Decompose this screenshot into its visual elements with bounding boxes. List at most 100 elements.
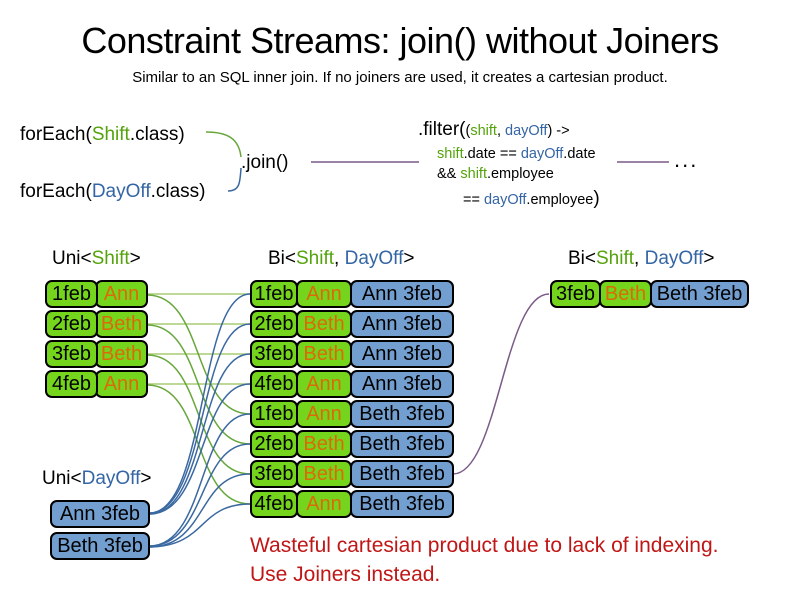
dayoff1-pair1-line [149, 293, 251, 514]
warning-line-1: Wasteful cartesian product due to lack o… [250, 534, 719, 557]
result-date-cell: 3feb [550, 280, 601, 308]
pair-employee-cell: Beth [296, 430, 352, 458]
pair-row: Ann 1feb Ann 3feb [250, 280, 454, 308]
pair-dayoff-cell: Beth 3feb [350, 400, 454, 428]
code-text: ( [465, 123, 471, 139]
brace-shift-line [205, 131, 242, 158]
pair-employee-cell: Ann [296, 280, 352, 308]
pair-row: Ann 4feb Ann 3feb [250, 370, 454, 398]
shift-param-token: shift [460, 166, 487, 182]
shift-row: Beth 3feb [45, 340, 148, 368]
pair-dayoff-cell: Beth 3feb [350, 490, 454, 518]
shift-employee-cell: Beth [95, 310, 148, 338]
shift-type-token: Shift [596, 248, 635, 269]
pair-employee-cell: Beth [296, 460, 352, 488]
result-row: Beth 3feb Beth 3feb [550, 280, 749, 308]
dayoff-param-token: dayOff [520, 146, 564, 162]
pair-date-cell: 3feb [250, 460, 298, 488]
pair-date-cell: 2feb [250, 430, 298, 458]
label-text: > [140, 468, 152, 489]
dayoff-type-token: DayOff [81, 468, 141, 489]
result-dayoff-cell: Beth 3feb [650, 280, 749, 308]
dayoff2-pair7-line [149, 473, 251, 548]
code-filter-line1: .filter((shift, dayOff) -> [418, 119, 570, 141]
label-text: , [634, 248, 645, 269]
code-text: == [463, 192, 484, 208]
pair-row: Beth 2feb Ann 3feb [250, 310, 454, 338]
code-text: && [437, 166, 461, 182]
shift-employee-cell: Beth [95, 340, 148, 368]
dayoff1-pair4-line [149, 383, 251, 515]
dayoff-param-token: dayOff [483, 192, 527, 208]
pair-row: Ann 4feb Beth 3feb [250, 490, 454, 518]
pair-date-cell: 1feb [250, 280, 298, 308]
pair-date-cell: 1feb [250, 400, 298, 428]
shift1-pair5-line [147, 294, 251, 415]
code-text: forEach( [20, 124, 92, 145]
shift-row: Ann 4feb [45, 370, 148, 398]
shift-class-token: Shift [91, 124, 130, 145]
dayoff1-pair2-line [149, 323, 251, 514]
code-text: .class) [150, 181, 206, 202]
label-text: > [129, 248, 141, 269]
pair-date-cell: 3feb [250, 340, 298, 368]
stream-label-bi-middle: Bi<Shift, DayOff> [268, 248, 414, 270]
label-text: Bi< [268, 248, 296, 269]
pair-row: Beth 3feb Ann 3feb [250, 340, 454, 368]
pair-to-result-line [452, 293, 550, 475]
dayoff2-pair5-line [149, 413, 251, 547]
code-filter-line4: == dayOff.employee) [463, 188, 600, 210]
shift-row: Ann 1feb [45, 280, 148, 308]
pair-date-cell: 2feb [250, 310, 298, 338]
dayoff2-pair6-line [149, 443, 251, 547]
code-filter-line3: && shift.employee [437, 166, 554, 182]
pair-row: Beth 2feb Beth 3feb [250, 430, 454, 458]
code-text: .class) [129, 124, 185, 145]
stream-label-bi-right: Bi<Shift, DayOff> [568, 248, 714, 270]
result-employee-cell: Beth [599, 280, 652, 308]
brace-dayoff-line [227, 167, 242, 192]
pair-row: Ann 1feb Beth 3feb [250, 400, 454, 428]
shift2-pair6-line [147, 324, 251, 445]
shift-employee-cell: Ann [95, 370, 148, 398]
shift-employee-cell: Ann [95, 280, 148, 308]
pair-row: Beth 3feb Beth 3feb [250, 460, 454, 488]
pair-dayoff-cell: Ann 3feb [350, 370, 454, 398]
shift-param-token: shift [437, 146, 464, 162]
dayoff-row: Beth 3feb [50, 532, 150, 560]
code-join: .join() [241, 152, 289, 173]
code-text: , [496, 123, 505, 139]
stream-label-uni-dayoff: Uni<DayOff> [42, 468, 152, 490]
code-text: .date == [463, 146, 521, 162]
slide-title: Constraint Streams: join() without Joine… [81, 20, 719, 61]
pair-dayoff-cell: Ann 3feb [350, 340, 454, 368]
label-text: > [403, 248, 415, 269]
slide-subtitle: Similar to an SQL inner join. If no join… [132, 69, 668, 86]
code-filter-line2: shift.date == dayOff.date [437, 146, 596, 162]
shift-date-cell: 3feb [45, 340, 98, 368]
code-text: forEach( [20, 181, 92, 202]
pair-dayoff-cell: Beth 3feb [350, 460, 454, 488]
pair-dayoff-cell: Ann 3feb [350, 280, 454, 308]
dayoff2-pair8-line [149, 503, 251, 548]
code-text: .employee [486, 166, 554, 182]
pair-employee-cell: Beth [296, 310, 352, 338]
pair-dayoff-cell: Beth 3feb [350, 430, 454, 458]
shift-date-cell: 2feb [45, 310, 98, 338]
stream-label-uni-shift: Uni<Shift> [52, 248, 141, 270]
shift-date-cell: 1feb [45, 280, 98, 308]
label-text: Uni< [42, 468, 82, 489]
code-text: .employee [526, 192, 594, 208]
filter-close-paren: ) [593, 188, 600, 209]
pair-dayoff-cell: Ann 3feb [350, 310, 454, 338]
pair-employee-cell: Ann [296, 370, 352, 398]
continuation-ellipsis: ... [674, 147, 699, 172]
warning-caption: Wasteful cartesian product due to lack o… [250, 531, 718, 589]
dayoff-row: Ann 3feb [50, 500, 150, 528]
code-foreach-shift: forEach(Shift.class) [20, 124, 185, 146]
code-text: .date [563, 146, 596, 162]
shift-param-token: shift [470, 123, 497, 139]
shift-type-token: Shift [91, 248, 130, 269]
pair-employee-cell: Ann [296, 490, 352, 518]
